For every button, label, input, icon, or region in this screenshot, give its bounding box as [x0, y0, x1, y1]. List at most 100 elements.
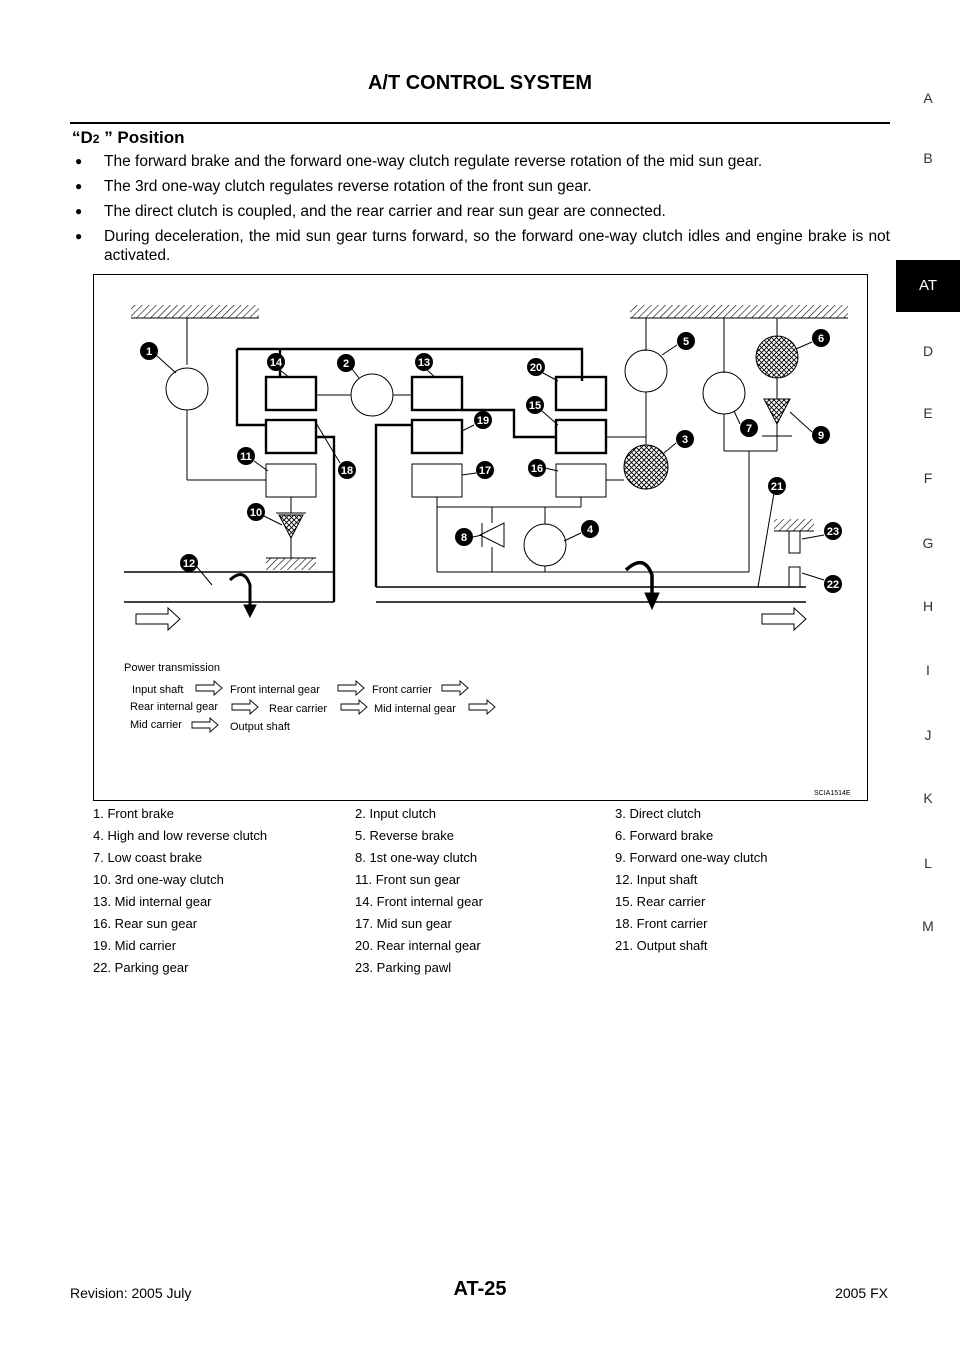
callout-18-label: 18 — [341, 465, 353, 477]
bullet-item: ●The direct clutch is coupled, and the r… — [72, 202, 890, 221]
callout-5: 5 — [661, 332, 695, 356]
flow-mid-carrier: Mid carrier — [130, 719, 182, 731]
callout-10-label: 10 — [250, 507, 262, 519]
callout-14-label: 14 — [270, 357, 283, 369]
front-sun-gear-box — [265, 463, 317, 498]
side-tab-i[interactable]: I — [926, 662, 930, 678]
callout-6-label: 6 — [818, 333, 824, 345]
bullet-icon: ● — [75, 229, 83, 243]
legend-item: 11. Front sun gear — [355, 872, 461, 887]
side-tab-l[interactable]: L — [924, 855, 932, 871]
bullet-list: ●The forward brake and the forward one-w… — [72, 152, 890, 271]
legend-item: 18. Front carrier — [615, 916, 708, 931]
flow-output-shaft: Output shaft — [230, 721, 290, 733]
side-tab-j[interactable]: J — [924, 727, 932, 743]
callout-15-label: 15 — [529, 400, 541, 412]
callout-11: 11 — [237, 447, 269, 472]
mid-sun-gear-box — [411, 463, 463, 498]
rear-sun-gear-box — [555, 463, 607, 498]
bullet-icon: ● — [75, 204, 83, 218]
heading-subscript: 2 — [92, 132, 100, 146]
bullet-item: ●The 3rd one-way clutch regulates revers… — [72, 177, 890, 196]
bullet-item: ● During deceleration, the mid sun gear t… — [72, 227, 890, 265]
ground-hatch-right — [630, 305, 848, 318]
flow-arrow-icon — [340, 699, 368, 715]
callout-9: 9 — [789, 411, 830, 444]
figure-code: SCIA1514E — [814, 790, 851, 797]
callout-19-label: 19 — [477, 415, 489, 427]
legend-row: 13. Mid internal gear 14. Front internal… — [93, 894, 873, 914]
legend-item: 13. Mid internal gear — [93, 894, 212, 909]
side-tab-m[interactable]: M — [922, 918, 934, 934]
side-tab-b[interactable]: B — [923, 150, 933, 166]
side-tab-k[interactable]: K — [923, 790, 933, 806]
legend-item: 17. Mid sun gear — [355, 916, 452, 931]
rear-carrier-box — [554, 418, 608, 455]
rear-internal-gear-box — [554, 375, 608, 412]
callout-4-label: 4 — [587, 524, 594, 536]
forward-brake-symbol — [755, 335, 799, 379]
legend-item: 4. High and low reverse clutch — [93, 828, 268, 843]
callout-6: 6 — [795, 329, 830, 350]
side-tab-e[interactable]: E — [923, 405, 933, 421]
flow-arrow-icon — [468, 699, 496, 715]
callout-14: 14 — [267, 353, 291, 379]
callout-2: 2 — [337, 354, 360, 379]
callout-7: 7 — [733, 410, 758, 437]
legend-item: 19. Mid carrier — [93, 938, 177, 953]
side-tab-h[interactable]: H — [922, 598, 934, 614]
flow-mid-internal-gear: Mid internal gear — [374, 703, 456, 715]
parking-gear — [788, 566, 801, 588]
flow-rear-internal-gear: Rear internal gear — [130, 701, 218, 713]
third-owc-symbol — [278, 514, 304, 540]
ground-hatch-pawl — [774, 519, 814, 531]
legend-item: 14. Front internal gear — [355, 894, 483, 909]
callout-17: 17 — [461, 461, 494, 479]
flow-arrow-icon — [191, 717, 219, 733]
side-tab-at[interactable]: AT — [896, 260, 960, 312]
legend-item: 8. 1st one-way clutch — [355, 850, 478, 865]
callout-22: 22 — [801, 572, 842, 593]
callout-11-label: 11 — [240, 451, 252, 463]
callout-23: 23 — [801, 522, 842, 540]
section-heading: “D2 ” Position — [72, 128, 184, 148]
gear-diagram-figure: 1 2 3 4 5 6 7 8 9 10 11 12 13 14 15 16 1… — [93, 274, 868, 801]
power-transmission-title: Power transmission — [124, 662, 220, 674]
forward-owc-symbol — [763, 398, 791, 426]
callout-7-label: 7 — [746, 423, 752, 435]
callout-1-label: 1 — [146, 346, 152, 358]
legend-item: 21. Output shaft — [615, 938, 708, 953]
side-tab-g[interactable]: G — [922, 535, 934, 551]
callout-16: 16 — [528, 459, 559, 477]
callout-16-label: 16 — [531, 463, 543, 475]
side-tab-d[interactable]: D — [922, 343, 934, 359]
bullet-text: During deceleration, the mid sun gear tu… — [104, 228, 890, 264]
callout-3: 3 — [663, 430, 694, 454]
header-rule — [70, 122, 890, 124]
legend-item: 23. Parking pawl — [355, 960, 452, 975]
legend-item: 9. Forward one-way clutch — [615, 850, 768, 865]
side-tab-a[interactable]: A — [923, 90, 933, 106]
legend-item: 10. 3rd one-way clutch — [93, 872, 224, 887]
output-rotation-icon — [624, 560, 654, 595]
callout-2-label: 2 — [343, 358, 349, 370]
legend-row: 4. High and low reverse clutch 5. Revers… — [93, 828, 873, 848]
callout-1: 1 — [140, 342, 177, 374]
callout-17-label: 17 — [479, 465, 491, 477]
callout-12-label: 12 — [183, 558, 195, 570]
ground-hatch-left — [131, 305, 259, 318]
legend-item: 6. Forward brake — [615, 828, 714, 843]
callout-10: 10 — [247, 503, 283, 526]
bullet-item: ●The forward brake and the forward one-w… — [72, 152, 890, 171]
first-owc-symbol — [478, 522, 505, 548]
callout-13-label: 13 — [418, 357, 430, 369]
legend-item: 2. Input clutch — [355, 806, 436, 821]
callout-8: 8 — [455, 528, 483, 546]
legend-item: 15. Rear carrier — [615, 894, 706, 909]
legend-item: 7. Low coast brake — [93, 850, 203, 865]
callout-22-label: 22 — [827, 579, 839, 591]
footer-page-number: AT-25 — [453, 1278, 507, 1300]
side-tab-f[interactable]: F — [923, 470, 933, 486]
direct-clutch-symbol — [623, 444, 669, 490]
legend-item: 22. Parking gear — [93, 960, 189, 975]
